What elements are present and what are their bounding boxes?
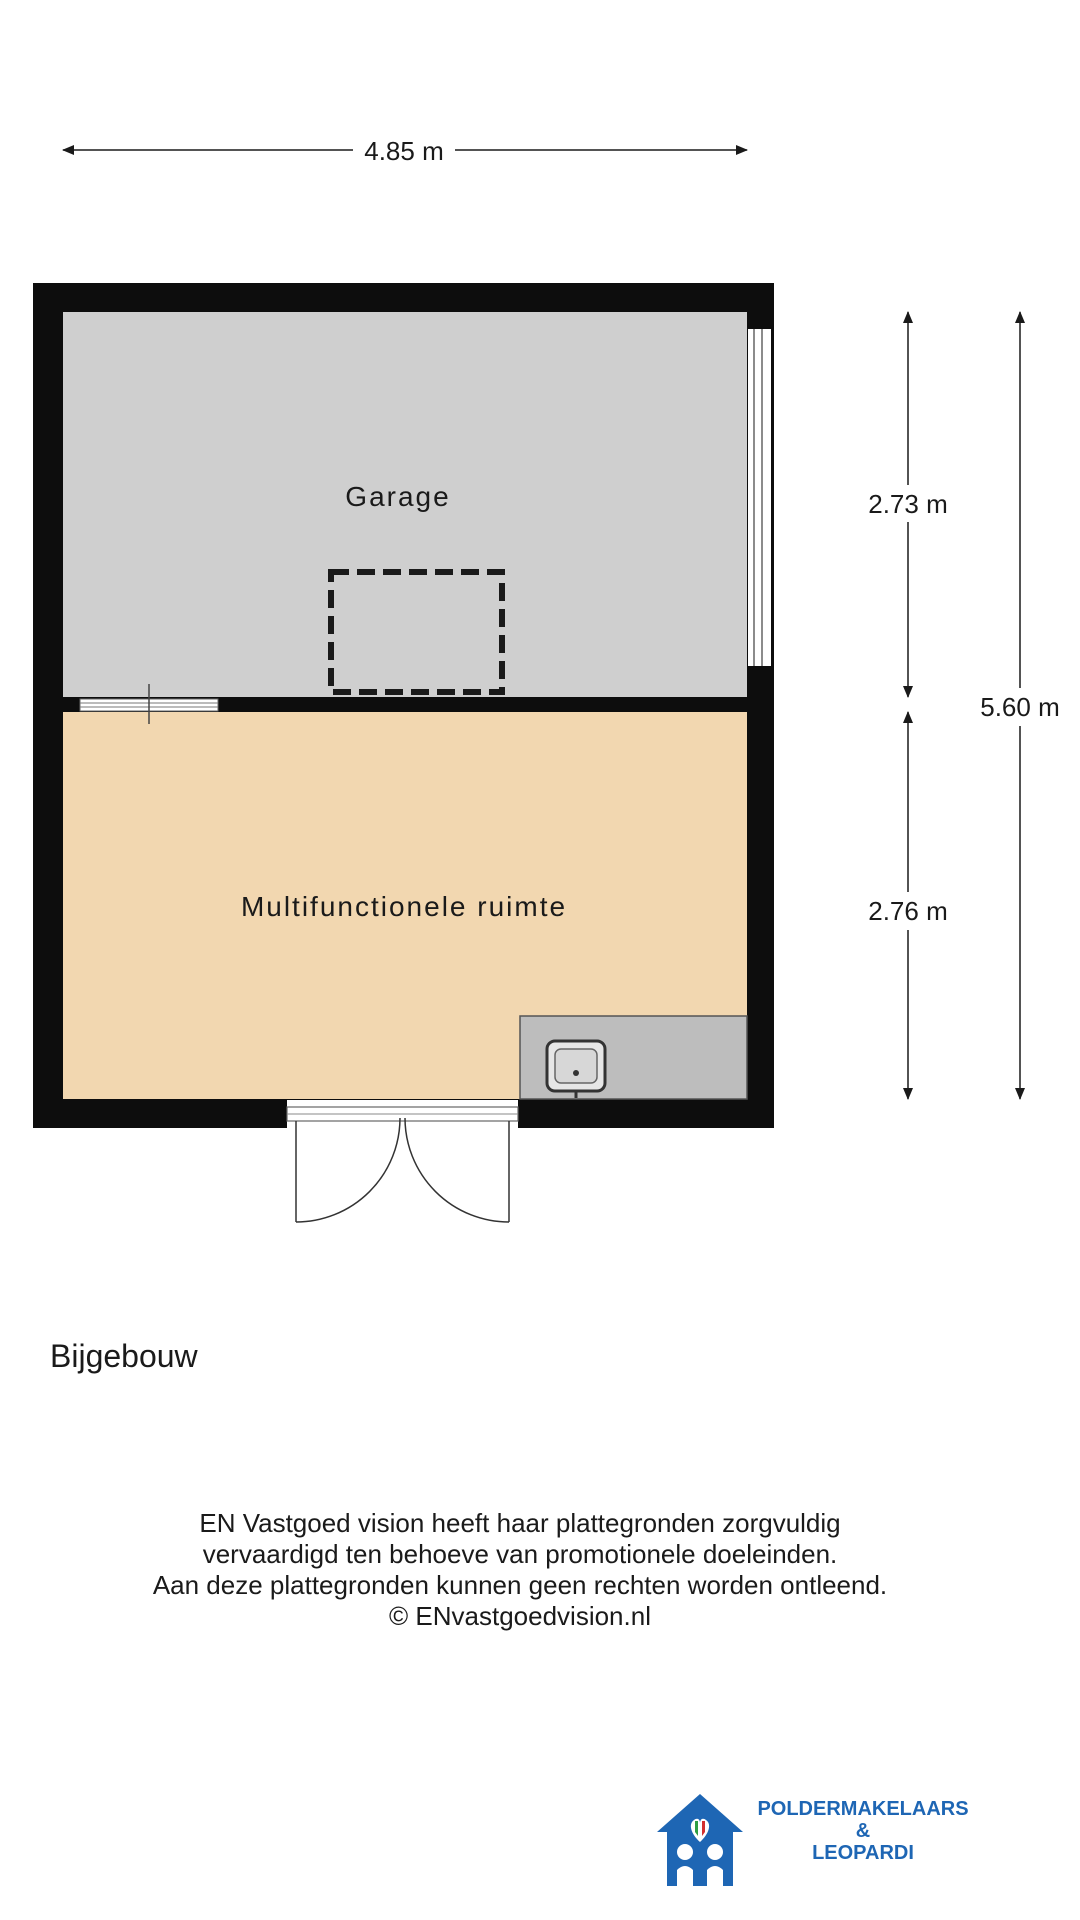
room-label-multifunctional: Multifunctionele ruimte: [241, 891, 567, 922]
sink-icon: [545, 1039, 607, 1098]
total-depth-label: 5.60 m: [980, 692, 1060, 722]
interior-window: [79, 684, 219, 724]
disclaimer-line: EN Vastgoed vision heeft haar plattegron…: [199, 1508, 841, 1538]
loft-hatch: [328, 569, 505, 695]
multi-depth-dimension: 2.76 m: [868, 711, 948, 1100]
total-depth-dimension: 5.60 m: [980, 311, 1060, 1100]
house-with-heart-icon: [657, 1794, 743, 1886]
disclaimer-line: © ENvastgoedvision.nl: [389, 1601, 651, 1631]
floor-plan: Garage Multifunctionele ruimte 4.85 m 2.…: [33, 136, 1060, 1223]
room-label-garage: Garage: [345, 481, 450, 512]
multi-depth-label: 2.76 m: [868, 896, 948, 926]
plan-caption: Bijgebouw: [50, 1338, 198, 1374]
brand-line-1: POLDERMAKELAARS: [757, 1798, 969, 1820]
garage-depth-dimension: 2.73 m: [868, 311, 948, 698]
garage-depth-label: 2.73 m: [868, 489, 948, 519]
disclaimer-line: vervaardigd ten behoeve van promotionele…: [202, 1539, 838, 1569]
width-dimension: 4.85 m: [62, 136, 748, 166]
brand-line-2: &: [855, 1820, 871, 1842]
entrance-double-door: [286, 1100, 519, 1223]
disclaimer: EN Vastgoed vision heeft haar plattegron…: [60, 1508, 980, 1632]
width-dimension-label: 4.85 m: [364, 136, 444, 166]
disclaimer-line: Aan deze plattegronden kunnen geen recht…: [152, 1570, 888, 1600]
garage-door: [748, 329, 771, 666]
brand-line-3: LEOPARDI: [812, 1842, 914, 1864]
brand-name: POLDERMAKELAARS & LEOPARDI: [743, 1798, 983, 1864]
brand-logo: POLDERMAKELAARS & LEOPARDI: [655, 1790, 985, 1890]
garage-floor: [63, 312, 747, 697]
